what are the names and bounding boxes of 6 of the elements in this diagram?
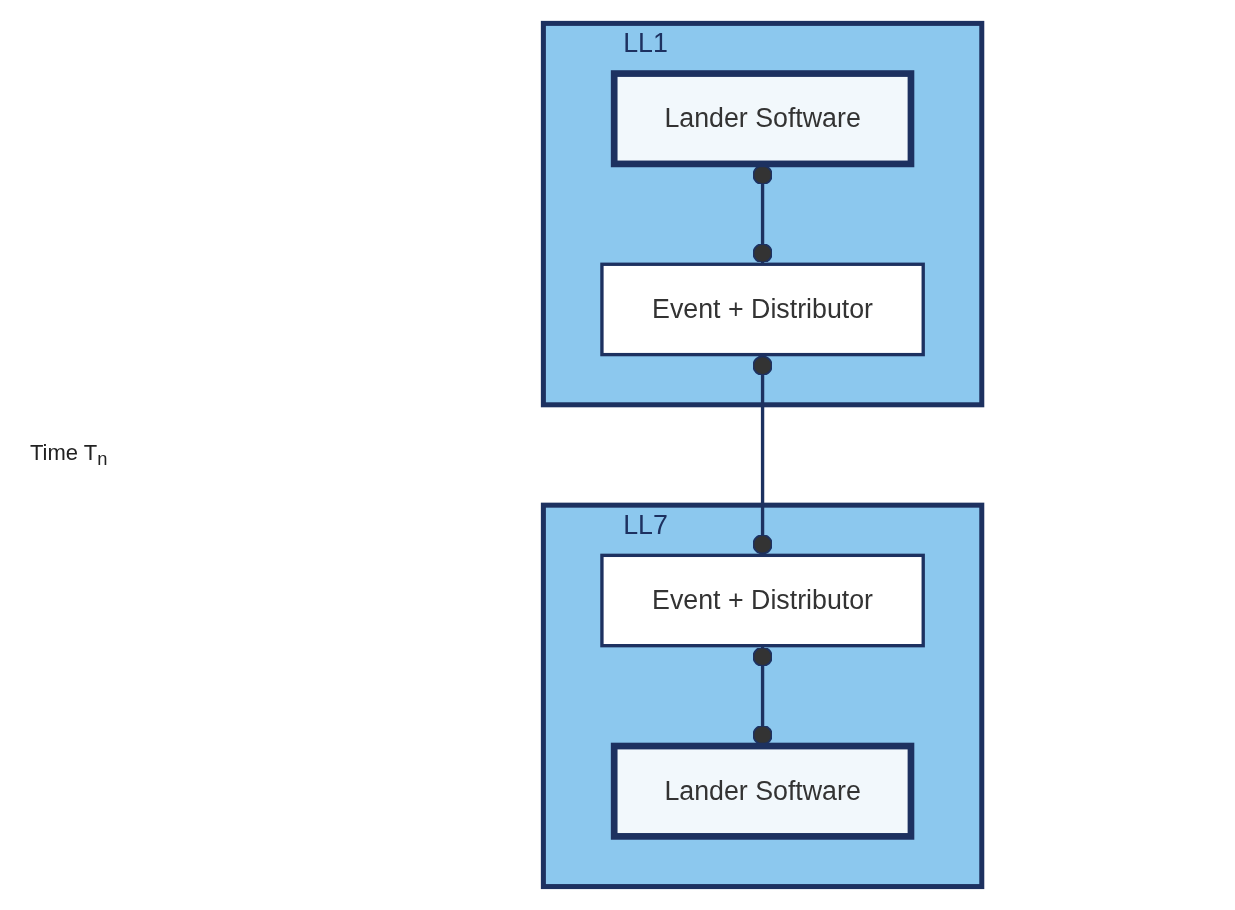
time-label: Time T$_{n}$ xyxy=(30,439,109,471)
node-box: Lander Software xyxy=(610,742,915,840)
node-box: Lander Software xyxy=(610,70,915,168)
node-box: Event + Distributor xyxy=(600,553,925,648)
connector xyxy=(752,354,773,556)
node-box: Event + Distributor xyxy=(600,262,925,357)
